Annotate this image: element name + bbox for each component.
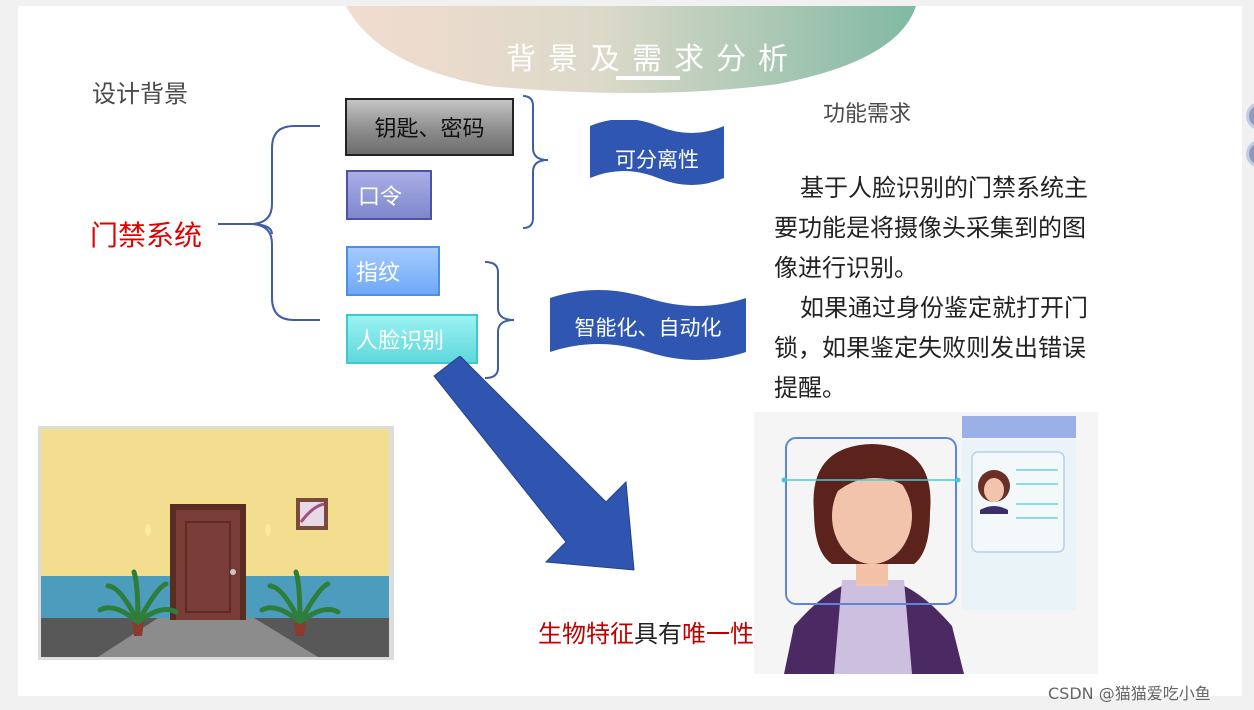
flag-separable: 可分离性 [615, 148, 699, 172]
biometric-features: 生物特征 [538, 620, 634, 648]
flag-intelligent-shape [550, 290, 746, 360]
conclusion-text: 生物特征具有唯一性 [538, 614, 754, 649]
side-nav-dot[interactable] [1246, 140, 1254, 168]
functional-requirements-label: 功能需求 [823, 102, 912, 127]
method-fingerprint: 指纹 [346, 246, 440, 296]
method-voice-password: 口令 [346, 170, 432, 220]
access-control-system-node: 门禁系统 [90, 219, 203, 252]
requirement-paragraph: 基于人脸识别的门禁系统主要功能是将摄像头采集到的图像进行识别。 [774, 174, 1088, 282]
requirements-text: 基于人脸识别的门禁系统主要功能是将摄像头采集到的图像进行识别。 如果通过身份鉴定… [774, 168, 1104, 408]
brackets [218, 95, 549, 379]
page-title: 背景及需求分析 [506, 42, 800, 77]
main-brace [218, 125, 320, 321]
has-word: 具有 [634, 620, 682, 648]
method-key-password: 钥匙、密码 [345, 98, 514, 156]
requirement-paragraph: 如果通过身份鉴定就打开门锁，如果鉴定失败则发出错误提醒。 [774, 294, 1088, 402]
uniqueness: 唯一性 [682, 620, 754, 648]
flag-intelligent: 智能化、自动化 [574, 316, 722, 340]
title-underline [616, 76, 680, 80]
face-recognition-illustration [754, 412, 1098, 674]
banner-ellipse [346, 6, 916, 94]
bracket-intelligent [484, 261, 515, 379]
slide: 背景及需求分析 设计背景 功能需求 门禁系统 钥匙、密码 口令 指纹 人脸识别 … [18, 6, 1242, 696]
design-background-label: 设计背景 [92, 80, 188, 108]
bracket-separable [522, 95, 549, 229]
watermark: CSDN @猫猫爱吃小鱼 [1048, 684, 1211, 703]
method-face-recognition: 人脸识别 [346, 314, 478, 364]
side-nav-dot[interactable] [1246, 102, 1254, 130]
big-arrow [433, 356, 635, 571]
door-illustration [38, 426, 394, 660]
flag-separable-shape [590, 120, 724, 185]
